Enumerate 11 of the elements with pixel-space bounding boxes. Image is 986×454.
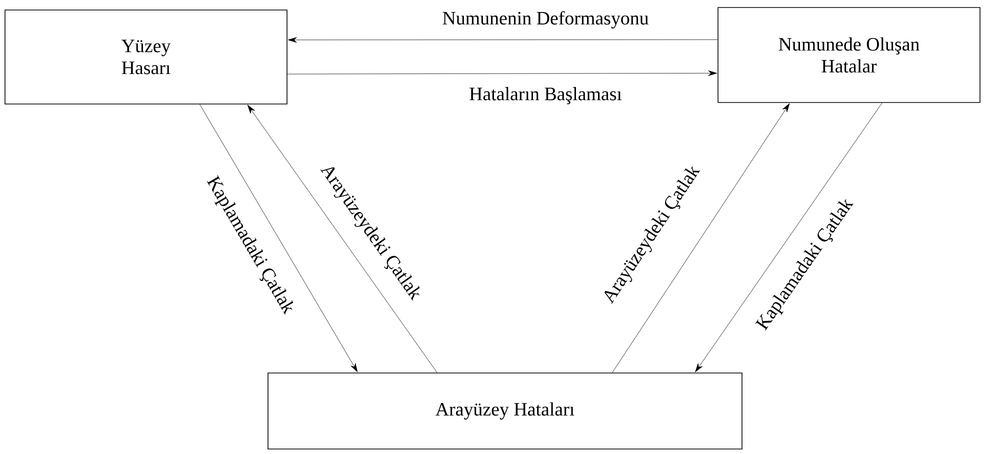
arrow bbox=[287, 70, 718, 76]
arrow bbox=[612, 103, 790, 373]
edge-label: Numunenin Deformasyonu bbox=[442, 11, 648, 28]
process-box: Numunede Oluşan Hatalar bbox=[718, 7, 980, 103]
arrow bbox=[247, 104, 438, 373]
process-box: Yüzey Hasarı bbox=[4, 10, 288, 104]
process-box: Arayüzey Hataları bbox=[268, 372, 742, 450]
arrow bbox=[288, 37, 718, 43]
arrow bbox=[200, 104, 358, 372]
edge-label: Hataların Başlaması bbox=[470, 87, 622, 104]
arrow bbox=[695, 102, 882, 372]
